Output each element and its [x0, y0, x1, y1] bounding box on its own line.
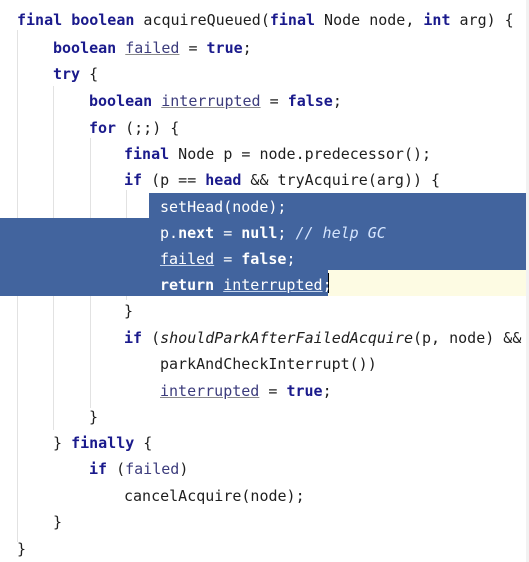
- code-line[interactable]: for (;;) {: [0, 115, 529, 141]
- token-identifier: && tryAcquire(arg)) {: [241, 171, 441, 189]
- token-keyword: true: [206, 39, 243, 57]
- token-keyword: finally: [71, 434, 135, 452]
- code-line[interactable]: if (failed): [0, 456, 529, 482]
- token-space: [152, 92, 161, 110]
- token-keyword: final: [17, 11, 63, 29]
- token-operator: =: [179, 39, 207, 57]
- code-line[interactable]: parkAndCheckInterrupt()): [0, 351, 529, 377]
- token-punct: {: [80, 65, 99, 83]
- token-field: next: [178, 224, 215, 242]
- token-punct: (: [142, 329, 161, 347]
- token-punct: }: [124, 302, 134, 320]
- token-identifier: acquireQueued(: [134, 11, 270, 29]
- token-punct: {: [134, 434, 153, 452]
- token-variable: failed: [125, 460, 180, 478]
- token-punct: ;: [322, 276, 332, 294]
- token-punct: (;;) {: [116, 119, 180, 137]
- token-operator: =: [214, 250, 242, 268]
- token-space: [214, 276, 223, 294]
- token-field: head: [205, 171, 242, 189]
- token-variable: interrupted: [161, 92, 261, 110]
- token-punct: }: [53, 434, 63, 452]
- token-operator: =: [214, 224, 242, 242]
- token-identifier: setHead(node);: [160, 198, 287, 216]
- token-identifier: arg) {: [450, 11, 514, 29]
- token-punct: ;: [242, 39, 252, 57]
- token-identifier: parkAndCheckInterrupt()): [160, 355, 377, 373]
- code-line[interactable]: }: [0, 536, 529, 562]
- code-line[interactable]: try {: [0, 61, 529, 87]
- code-line[interactable]: if (shouldParkAfterFailedAcquire(p, node…: [0, 325, 529, 351]
- token-identifier: (p ==: [142, 171, 206, 189]
- token-identifier: Node node,: [315, 11, 424, 29]
- token-keyword: if: [124, 171, 143, 189]
- token-keyword: false: [241, 250, 287, 268]
- token-space: [62, 434, 71, 452]
- token-identifier: (p, node) &&: [413, 329, 522, 347]
- vertical-scrollbar[interactable]: [526, 0, 529, 562]
- token-punct: ;: [322, 382, 332, 400]
- code-line[interactable]: boolean failed = true;: [0, 35, 529, 61]
- caret-line-highlight: [328, 270, 529, 296]
- token-keyword: final: [124, 145, 170, 163]
- text-caret: [328, 273, 329, 293]
- token-keyword: int: [423, 11, 451, 29]
- selection-highlight: [0, 218, 529, 270]
- token-identifier: p.: [160, 224, 179, 242]
- code-line[interactable]: setHead(node);: [0, 194, 529, 220]
- token-keyword: if: [124, 329, 143, 347]
- token-keyword: false: [287, 92, 333, 110]
- code-line[interactable]: cancelAcquire(node);: [0, 483, 529, 509]
- code-line[interactable]: }: [0, 509, 529, 535]
- code-line[interactable]: return interrupted;: [0, 272, 529, 298]
- token-keyword: if: [89, 460, 108, 478]
- code-line[interactable]: if (p == head && tryAcquire(arg)) {: [0, 167, 529, 193]
- token-keyword: return: [160, 276, 215, 294]
- code-line[interactable]: interrupted = true;: [0, 378, 529, 404]
- code-line[interactable]: }: [0, 404, 529, 430]
- selection-highlight: [149, 193, 529, 218]
- token-variable: failed: [160, 250, 215, 268]
- token-keyword: boolean: [53, 39, 117, 57]
- token-punct: }: [53, 513, 63, 531]
- token-variable: interrupted: [160, 382, 260, 400]
- code-line[interactable]: }: [0, 298, 529, 324]
- token-method-call: shouldParkAfterFailedAcquire: [160, 329, 413, 347]
- token-space: [62, 11, 71, 29]
- code-line[interactable]: final Node p = node.predecessor();: [0, 141, 529, 167]
- token-variable: failed: [125, 39, 180, 57]
- token-operator: =: [260, 92, 288, 110]
- token-punct: }: [17, 540, 27, 558]
- token-comment: // help GC: [295, 224, 386, 242]
- token-keyword: for: [89, 119, 117, 137]
- token-keyword: true: [286, 382, 323, 400]
- token-keyword: boolean: [71, 11, 135, 29]
- token-identifier: Node p = node.predecessor();: [169, 145, 432, 163]
- code-line[interactable]: p.next = null; // help GC: [0, 220, 529, 246]
- selection-highlight: [0, 270, 328, 296]
- token-punct: ;: [332, 92, 342, 110]
- token-keyword: null: [241, 224, 278, 242]
- code-line[interactable]: } finally {: [0, 430, 529, 456]
- code-line[interactable]: boolean interrupted = false;: [0, 88, 529, 114]
- token-punct: ;: [286, 250, 296, 268]
- token-keyword: final: [269, 11, 316, 29]
- token-keyword: boolean: [89, 92, 153, 110]
- token-space: [116, 39, 125, 57]
- token-keyword: try: [53, 65, 81, 83]
- token-punct: ;: [277, 224, 296, 242]
- token-operator: =: [259, 382, 287, 400]
- token-identifier: cancelAcquire(node);: [124, 487, 305, 505]
- token-punct: ): [179, 460, 189, 478]
- token-variable: interrupted: [223, 276, 323, 294]
- token-punct: }: [89, 408, 99, 426]
- code-line[interactable]: failed = false;: [0, 246, 529, 272]
- code-line[interactable]: final boolean acquireQueued(final Node n…: [0, 7, 529, 33]
- token-punct: (: [107, 460, 126, 478]
